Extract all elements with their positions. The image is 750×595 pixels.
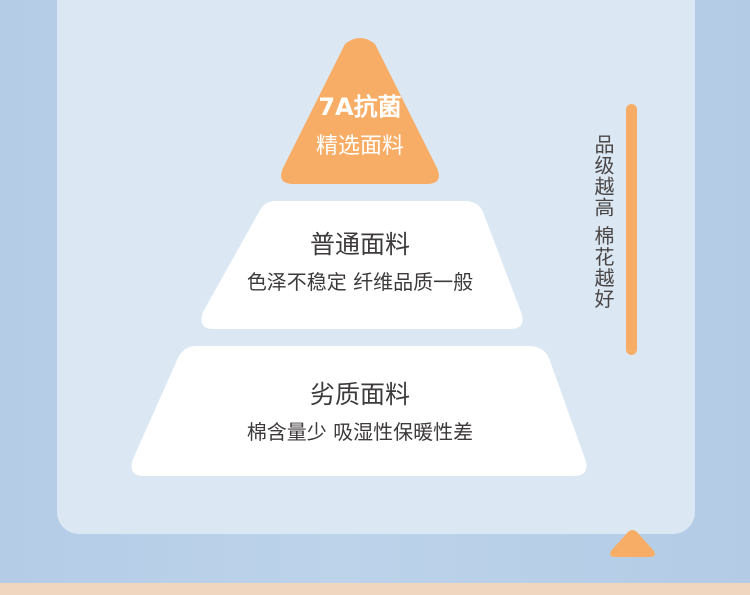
pyramid-bottom-title: 劣质面料 [309, 380, 410, 409]
triangle-up-icon [610, 530, 655, 557]
side-vertical-label: 品级越高 棉花越好 [591, 134, 615, 310]
bottom-strip [0, 583, 750, 595]
pyramid-middle-title: 普通面料 [309, 230, 410, 259]
pyramid-top-title: 7A抗菌 [318, 93, 402, 121]
side-progress-bar [626, 104, 637, 355]
pyramid-middle-subtitle: 色泽不稳定 纤维品质一般 [246, 270, 474, 294]
pyramid-top-subtitle: 精选面料 [315, 134, 404, 159]
pyramid-bottom-subtitle: 棉含量少 吸湿性保暖性差 [246, 420, 474, 444]
